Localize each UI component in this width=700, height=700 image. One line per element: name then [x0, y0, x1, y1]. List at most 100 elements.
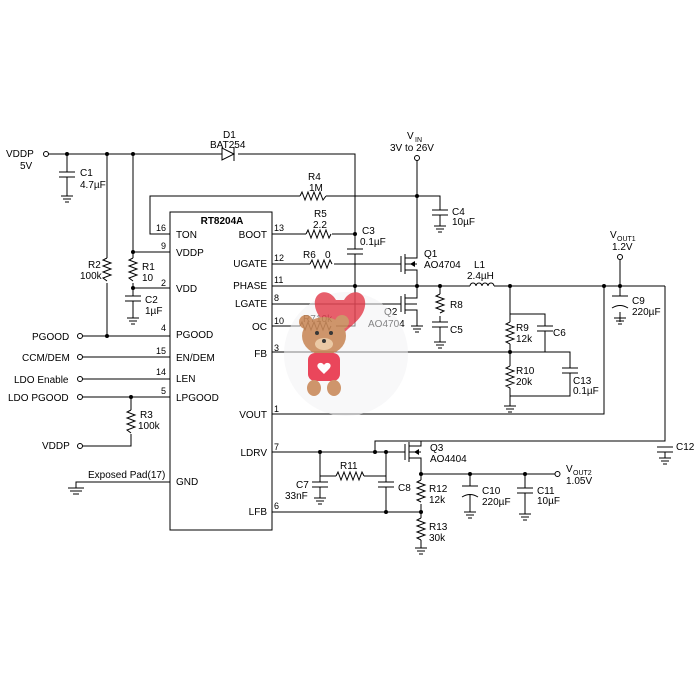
- junction: [373, 450, 377, 454]
- ldo-pgood-wire: [82, 396, 170, 447]
- pin-label-lfb: LFB: [249, 507, 268, 518]
- r13-value: 30k: [429, 533, 446, 544]
- pin-num-ugate: 12: [274, 253, 284, 263]
- r11-ref: R11: [340, 461, 358, 472]
- vddp-bus-wire: [48, 153, 356, 249]
- vddp-bottom-label: VDDP: [42, 441, 70, 452]
- pgood-terminal: [77, 333, 83, 339]
- c5-ref: C5: [450, 325, 463, 336]
- pin-num-oc: 10: [274, 316, 284, 326]
- r2-ref: R2: [88, 260, 101, 271]
- vin-wire: [416, 160, 441, 250]
- r6-ref: R6: [303, 250, 316, 261]
- c8-ref: C8: [398, 483, 411, 494]
- q1-value: AO4704: [424, 260, 461, 271]
- pin-label-lpgood: LPGOOD: [176, 393, 219, 404]
- junction: [419, 472, 423, 476]
- resistor-r1: [127, 257, 139, 282]
- r4-value: 1M: [309, 183, 323, 194]
- pin-label-gnd: GND: [176, 477, 198, 488]
- pin-num-ldrv: 7: [274, 442, 279, 452]
- c13-value: 0.1µF: [573, 386, 599, 397]
- r5-ref: R5: [314, 209, 327, 220]
- junction: [131, 286, 135, 290]
- capacitor-c8: [378, 481, 394, 512]
- r10-ref: R10: [516, 366, 535, 377]
- junction: [415, 194, 419, 198]
- vddp-top-value: 5V: [20, 161, 33, 172]
- pin-label-ugate: UGATE: [233, 259, 267, 270]
- exposed-pad-label: Exposed Pad(17): [88, 470, 165, 481]
- junction: [384, 510, 388, 514]
- c7-value: 33nF: [285, 491, 308, 502]
- capacitor-c1: [59, 154, 75, 203]
- r3-value: 100k: [138, 421, 161, 432]
- pgood-net-label: PGOOD: [32, 332, 69, 343]
- chip-body: [169, 211, 273, 531]
- ldo-pgood-net-label: LDO PGOOD: [8, 393, 69, 404]
- vddp-top-label: VDDP: [6, 149, 34, 160]
- c1-ref: C1: [80, 168, 93, 179]
- vout2-terminal: [554, 471, 561, 477]
- pin-num-boot: 13: [274, 223, 284, 233]
- c10-value: 220µF: [482, 497, 511, 508]
- c11-value: 10µF: [537, 496, 560, 507]
- vin-sub: IN: [415, 137, 422, 144]
- l1-ref: L1: [474, 260, 486, 271]
- vddp-top-terminal: [43, 151, 49, 157]
- vout1-value: 1.2V: [612, 242, 633, 253]
- resistor-r4: [299, 190, 327, 202]
- junction: [415, 284, 419, 288]
- vout2-sub: OUT2: [573, 470, 592, 477]
- watermark-teddy: [284, 292, 408, 416]
- c10-ref: C10: [482, 486, 501, 497]
- junction: [602, 284, 606, 288]
- r12-value: 12k: [429, 495, 446, 506]
- vout1-sub: OUT1: [617, 236, 636, 243]
- c3-value: 0.1µF: [360, 237, 386, 248]
- resistor-r5: [305, 228, 332, 240]
- capacitor-c6: [537, 325, 553, 332]
- r3-ref: R3: [140, 410, 153, 421]
- resistor-r6: [309, 258, 333, 270]
- pin-label-len: LEN: [176, 374, 195, 385]
- resistor-r2: [101, 257, 113, 282]
- lfb-wire: [272, 511, 427, 555]
- chip-name: RT8204A: [201, 216, 244, 227]
- pin-num-fb: 3: [274, 343, 279, 353]
- capacitor-c10: [461, 474, 479, 519]
- capacitor-c5: [432, 321, 448, 349]
- pin-label-boot: BOOT: [239, 230, 267, 241]
- q3-ref: Q3: [430, 443, 444, 454]
- c12-ref: C12: [676, 442, 695, 453]
- junction: [318, 450, 322, 454]
- l1-value: 2.4µH: [467, 271, 494, 282]
- r11-wire: [319, 452, 387, 482]
- ldo-enable-terminal: [77, 376, 83, 382]
- r4-ref: R4: [308, 172, 321, 183]
- pin-num-lfb: 6: [274, 501, 279, 511]
- phase-wire: [272, 285, 665, 295]
- c2-value: 1µF: [145, 306, 162, 317]
- r10-value: 20k: [516, 377, 533, 388]
- junction: [105, 334, 109, 338]
- resistor-r11: [335, 470, 365, 482]
- pin-num-lgate: 8: [274, 293, 279, 303]
- c2-ref: C2: [145, 295, 158, 306]
- pin-label-vdd: VDD: [176, 284, 197, 295]
- resistor-r10: [504, 365, 516, 389]
- r9-ref: R9: [516, 323, 529, 334]
- pin-num-vddp: 9: [161, 241, 166, 251]
- pin-num-lpgood: 5: [161, 386, 166, 396]
- ccm-dem-terminal: [77, 354, 83, 360]
- diode-d1: [221, 147, 236, 161]
- pin-label-ldrv: LDRV: [241, 448, 268, 459]
- d1-value: BAT254: [210, 140, 246, 151]
- resistor-r13: [415, 517, 427, 541]
- q1-ref: Q1: [424, 249, 438, 260]
- pin-label-oc: OC: [252, 322, 267, 333]
- c4-value: 10µF: [452, 217, 475, 228]
- c7-ref: C7: [296, 480, 309, 491]
- d1-ref: D1: [223, 130, 236, 141]
